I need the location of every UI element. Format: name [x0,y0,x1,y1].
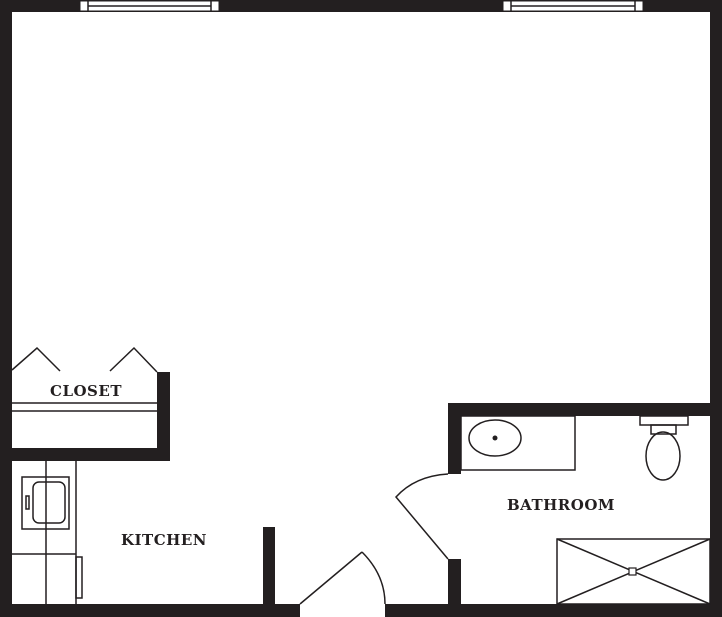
window-left [79,0,220,12]
vanity [460,415,576,471]
closet-door-left [11,346,61,372]
toilet-bowl [645,431,681,481]
shower [556,538,711,605]
toilet-tank [639,415,689,426]
shower-drain [628,567,637,576]
bathroom-label: BATHROOM [507,496,615,514]
closet-label: CLOSET [50,382,122,400]
fridge-handle [75,556,83,599]
kitchen-label: KITCHEN [121,531,207,549]
window-right [502,0,644,12]
sink [468,419,522,457]
closet-door-right [109,346,158,373]
entry-door [299,551,386,605]
kitchen: KITCHEN [12,461,275,604]
bathroom-door [395,473,449,560]
bathroom: BATHROOM [395,403,722,605]
stove [21,476,70,530]
closet: CLOSET [0,346,170,461]
